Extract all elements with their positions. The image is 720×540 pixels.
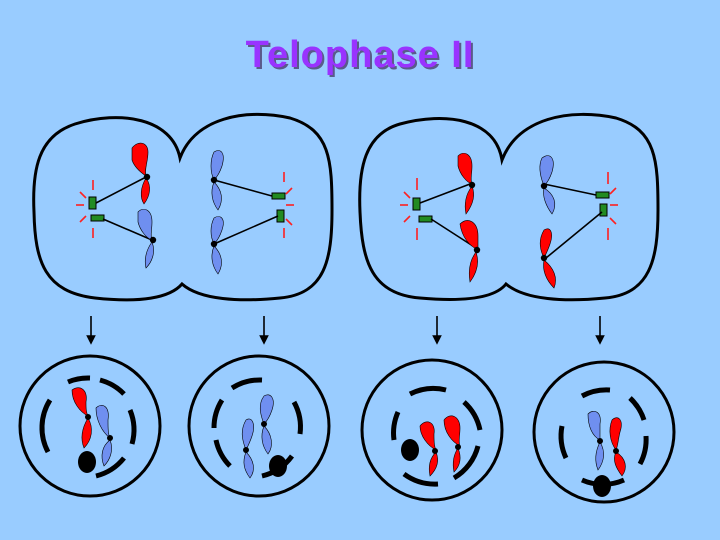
dividing-cell-left [32, 112, 334, 302]
cell-membrane [360, 358, 504, 502]
aster-icon [76, 180, 94, 238]
cell-membrane [532, 360, 676, 504]
aster-icon [607, 172, 618, 240]
chromosome-icon [95, 405, 113, 467]
nuclear-envelope-icon [211, 377, 303, 479]
spindle-fiber [419, 183, 471, 204]
cell-membrane [187, 354, 331, 498]
chromosome-icon [539, 155, 556, 215]
nuclear-envelope-icon [39, 375, 137, 479]
centriole-icon [88, 196, 97, 210]
chromosome-icon [419, 421, 438, 477]
cell-membrane [18, 354, 162, 498]
chromosome-icon [609, 417, 626, 477]
nucleolus-icon [401, 439, 419, 461]
chromosome-icon [71, 387, 92, 449]
cell-membrane-left [32, 112, 334, 302]
spindle-fiber [543, 183, 597, 196]
nucleolus-icon [78, 451, 96, 473]
centriole-icon [595, 191, 610, 199]
chromosome-icon [443, 415, 461, 473]
cell-membrane-right [358, 112, 660, 302]
nucleolus-icon [593, 475, 611, 497]
daughter-cell-3 [360, 358, 504, 502]
chromosome-icon [210, 216, 224, 275]
chromosome-icon [210, 150, 224, 211]
spindle-fiber [213, 215, 279, 245]
chromosome-icon [241, 418, 254, 479]
chromosome-icon [137, 209, 157, 269]
nuclear-envelope-icon [558, 387, 649, 487]
spindle-fiber [95, 175, 149, 204]
chromosome-icon [539, 228, 556, 289]
daughter-cell-1 [18, 354, 162, 498]
chromosome-icon [131, 142, 151, 205]
centriole-icon [276, 209, 285, 223]
chromosome-icon [457, 153, 476, 215]
nucleolus-icon [269, 455, 287, 477]
chromosome-icon [259, 394, 274, 455]
dividing-cell-right [358, 112, 660, 302]
aster-icon [400, 178, 418, 240]
page-title: Telophase II [245, 34, 475, 76]
centriole-icon [271, 192, 286, 200]
spindle-fiber [213, 179, 273, 197]
chromosome-icon [587, 411, 604, 471]
nuclear-envelope-icon [391, 385, 483, 487]
centriole-icon [90, 214, 105, 222]
spindle-fiber [102, 218, 153, 241]
chromosome-icon [459, 220, 481, 283]
aster-icon [283, 172, 294, 238]
centriole-icon [418, 215, 433, 223]
centriole-icon [599, 203, 608, 217]
spindle-fiber [545, 211, 603, 259]
centriole-icon [412, 197, 421, 211]
daughter-cell-4 [532, 360, 676, 504]
daughter-cell-2 [187, 354, 331, 498]
